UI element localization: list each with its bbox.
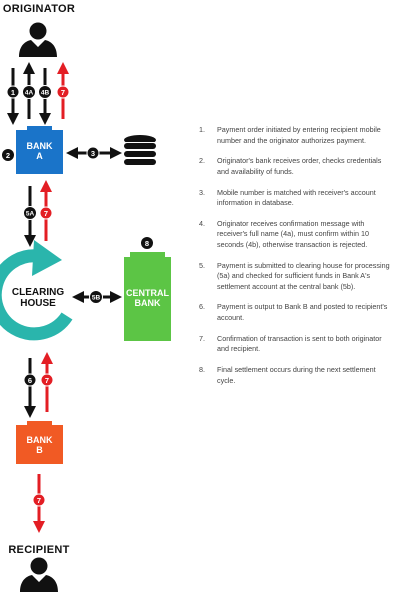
step-list: 1.Payment order initiated by entering re… bbox=[199, 125, 395, 396]
badge-7-top: 7 bbox=[56, 85, 70, 99]
badge-5b: 5B bbox=[89, 290, 103, 304]
svg-text:7: 7 bbox=[44, 209, 48, 218]
clearing-house-arrow-icon bbox=[0, 240, 73, 341]
clearing-house-label-line2: HOUSE bbox=[20, 298, 56, 309]
step-item: 8.Final settlement occurs during the nex… bbox=[199, 365, 376, 385]
svg-text:5A: 5A bbox=[26, 211, 35, 218]
svg-text:3: 3 bbox=[91, 149, 95, 158]
clearing-house-label-line1: CLEARING bbox=[12, 287, 64, 298]
central-bank-box bbox=[124, 257, 171, 341]
step-item: 1.Payment order initiated by entering re… bbox=[199, 125, 381, 145]
badge-4a: 4A bbox=[22, 85, 36, 99]
svg-text:7: 7 bbox=[37, 496, 41, 505]
svg-text:5B: 5B bbox=[92, 295, 101, 302]
svg-text:6: 6 bbox=[28, 376, 32, 385]
svg-text:4B: 4B bbox=[41, 90, 50, 97]
step-item: 3.Mobile number is matched with receiver… bbox=[199, 187, 376, 208]
bank-b-box bbox=[16, 425, 63, 464]
originator-person-icon bbox=[19, 22, 57, 57]
bank-a-label-line1: BANK bbox=[27, 141, 53, 151]
badge-7-bottom: 7 bbox=[32, 493, 46, 507]
svg-text:8: 8 bbox=[145, 239, 149, 248]
originator-title: ORIGINATOR bbox=[2, 3, 76, 15]
central-bank-label-line2: BANK bbox=[135, 298, 161, 308]
badge-4b: 4B bbox=[38, 85, 52, 99]
bank-b-label-line1: BANK bbox=[27, 435, 53, 445]
recipient-person-icon bbox=[20, 557, 58, 592]
badge-3: 3 bbox=[86, 146, 100, 160]
step-item: 2.Originator's bank receives order, chec… bbox=[199, 156, 382, 176]
badge-8: 8 bbox=[141, 237, 153, 249]
badge-7-mid: 7 bbox=[39, 206, 53, 220]
badge-6: 6 bbox=[23, 373, 37, 387]
svg-text:4A: 4A bbox=[25, 90, 34, 97]
badge-2: 2 bbox=[2, 149, 14, 161]
badge-1: 1 bbox=[6, 85, 20, 99]
database-icon bbox=[124, 135, 156, 165]
bank-a-box bbox=[16, 130, 63, 174]
central-bank-label-line1: CENTRAL bbox=[126, 288, 169, 298]
step-item: 4.Originator receives confirmation messa… bbox=[199, 218, 369, 249]
bank-b-label-line2: B bbox=[36, 445, 43, 455]
svg-text:1: 1 bbox=[11, 88, 15, 97]
step-item: 5.Payment is submitted to clearing house… bbox=[199, 260, 390, 291]
svg-text:2: 2 bbox=[6, 151, 10, 160]
badge-7-low: 7 bbox=[40, 373, 54, 387]
svg-text:7: 7 bbox=[45, 376, 49, 385]
recipient-title: RECIPIENT bbox=[8, 544, 70, 556]
step-item: 6.Payment is output to Bank B and posted… bbox=[199, 302, 388, 322]
svg-text:7: 7 bbox=[61, 88, 65, 97]
badge-5a: 5A bbox=[23, 206, 37, 220]
step-item: 7.Confirmation of transaction is sent to… bbox=[199, 333, 382, 354]
bank-a-label-line2: A bbox=[36, 151, 43, 161]
